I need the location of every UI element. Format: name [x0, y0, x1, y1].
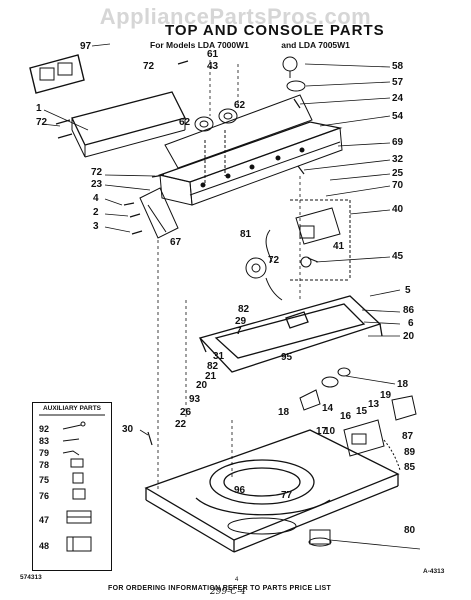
part-label-69: 69 [392, 137, 404, 148]
part-label-72: 72 [268, 255, 280, 266]
part-label-18: 18 [397, 379, 409, 390]
part-label-6: 6 [408, 318, 414, 329]
aux-label-83: 83 [39, 436, 50, 446]
watermark: AppliancePartsPros.com [99, 4, 372, 29]
aux-label-76: 76 [39, 491, 50, 501]
part-label-1: 1 [36, 103, 42, 114]
page-number: 4 [235, 577, 239, 583]
auxiliary-parts-box: AUXILIARY PARTS 92 83 79 78 75 76 47 48 [32, 402, 112, 571]
part-label-4: 4 [93, 193, 99, 204]
timer-knobs [194, 108, 238, 132]
part-label-13: 13 [368, 399, 380, 410]
part-label-89: 89 [404, 447, 416, 458]
part-label-31: 31 [213, 351, 225, 362]
part-label-86: 86 [403, 305, 415, 316]
screws [55, 60, 319, 446]
part-label-97: 97 [80, 41, 92, 52]
part-label-81: 81 [240, 229, 252, 240]
diagram-title: TOP AND CONSOLE PARTS [165, 22, 385, 39]
part-label-23: 23 [91, 179, 103, 190]
handwritten-note: 299-C-4 [210, 587, 246, 597]
auxiliary-parts-title: AUXILIARY PARTS [42, 405, 102, 412]
part-label-61: 61 [207, 49, 219, 60]
part-label-14: 14 [322, 403, 334, 414]
aux-label-47: 47 [39, 515, 50, 525]
part-label-62: 62 [179, 117, 191, 128]
part-label-17: 17 [316, 426, 328, 437]
part-label-26: 26 [180, 407, 192, 418]
part-label-96: 96 [234, 485, 246, 496]
aux-label-79: 79 [39, 448, 50, 458]
console-back-panel [71, 91, 186, 158]
model-line: For Models LDA 7000W1 and LDA 7005W1 [150, 40, 350, 50]
part-label-3: 3 [93, 221, 99, 232]
part-label-24: 24 [392, 93, 404, 104]
timer-motor [245, 229, 283, 301]
part-label-16: 16 [340, 411, 352, 422]
assembly-lines [157, 60, 301, 490]
selector-knob [282, 56, 306, 92]
models-right: and LDA 7005W1 [281, 40, 350, 50]
part-label-54: 54 [392, 111, 404, 122]
part-label-22: 22 [175, 419, 187, 430]
aux-label-48: 48 [39, 541, 50, 551]
tub-ring [227, 517, 332, 547]
cabinet-top [144, 429, 400, 553]
part-label-29: 29 [235, 316, 247, 327]
lid-switch-parts [299, 367, 417, 421]
ordering-information-footer: FOR ORDERING INFORMATION REFER TO PARTS … [108, 585, 332, 592]
reference-code-left: 574313 [20, 574, 42, 581]
part-label-80: 80 [404, 525, 416, 536]
part-label-82: 82 [207, 361, 219, 372]
aux-label-78: 78 [39, 460, 50, 470]
part-label-95: 95 [281, 352, 293, 363]
part-label-10: 10 [324, 426, 336, 437]
part-label-57: 57 [392, 77, 404, 88]
part-label-43: 43 [207, 61, 219, 72]
part-label-20: 20 [196, 380, 208, 391]
console-panel [157, 94, 343, 206]
part-label-82: 82 [238, 304, 250, 315]
part-label-40: 40 [392, 204, 404, 215]
console-end-cap [139, 187, 179, 239]
part-label-62: 62 [234, 100, 246, 111]
washer-lid [198, 295, 383, 373]
auxiliary-parts-drawings [39, 414, 105, 552]
models-left: For Models LDA 7000W1 [150, 40, 249, 50]
part-label-87: 87 [402, 431, 414, 442]
part-label-18: 18 [278, 407, 290, 418]
reference-code-right: A-4313 [423, 568, 445, 575]
part-label-7: 7 [236, 326, 242, 337]
part-label-32: 32 [392, 154, 404, 165]
part-label-58: 58 [392, 61, 404, 72]
part-label-30: 30 [122, 424, 134, 435]
wire-harness [343, 419, 401, 471]
part-label-93: 93 [189, 394, 201, 405]
part-label-41: 41 [333, 241, 345, 252]
part-overlay-97 [29, 54, 85, 94]
part-label-72: 72 [36, 117, 48, 128]
leader-lines [41, 43, 421, 550]
part-label-21: 21 [205, 371, 217, 382]
part-label-67: 67 [170, 237, 182, 248]
part-label-72: 72 [143, 61, 155, 72]
part-label-5: 5 [405, 285, 411, 296]
part-label-77: 77 [281, 490, 293, 501]
aux-label-75: 75 [39, 475, 50, 485]
part-label-19: 19 [380, 390, 392, 401]
part-label-70: 70 [392, 180, 404, 191]
part-label-72: 72 [91, 167, 103, 178]
switch-assembly [290, 199, 351, 281]
part-label-45: 45 [392, 251, 404, 262]
aux-label-92: 92 [39, 424, 50, 434]
part-label-15: 15 [356, 406, 368, 417]
part-label-2: 2 [93, 207, 99, 218]
part-label-25: 25 [392, 168, 404, 179]
part-label-85: 85 [404, 462, 416, 473]
part-label-20: 20 [403, 331, 415, 342]
